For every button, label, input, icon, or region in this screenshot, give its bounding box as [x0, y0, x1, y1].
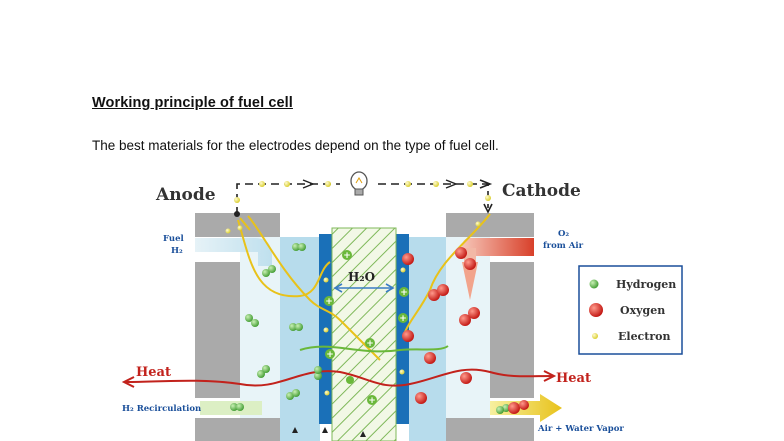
bottom-markers	[292, 427, 366, 437]
from-air-label: from Air	[543, 241, 584, 251]
svg-text:+: +	[366, 339, 374, 349]
svg-text:+: +	[343, 251, 351, 261]
legend-oxygen-icon	[589, 303, 603, 317]
heat-flow-line	[125, 368, 553, 387]
fuel-h2-label: H₂	[171, 246, 183, 256]
cathode-electrode	[396, 234, 409, 424]
heat-left-arrowhead	[121, 376, 135, 388]
electron-paths	[237, 213, 491, 361]
external-circuit	[234, 179, 493, 217]
legend-hydrogen-icon	[589, 279, 599, 289]
air-inlet-arrow	[462, 238, 534, 256]
protons	[324, 250, 409, 405]
cathode-label: Cathode	[502, 181, 581, 201]
electrolyte-membrane	[331, 227, 397, 441]
cathode-diffusion-layer	[409, 237, 446, 441]
hydrogen-molecules	[230, 243, 510, 414]
anode-plate	[195, 213, 280, 441]
legend: Hydrogen Oxygen Electron	[578, 265, 683, 355]
fuel-inlet-arrow	[195, 238, 272, 266]
document-heading: Working principle of fuel cell	[92, 95, 293, 111]
legend-hydrogen-label: Hydrogen	[616, 278, 676, 291]
svg-text:+: +	[400, 288, 408, 298]
legend-oxygen-label: Oxygen	[620, 304, 665, 317]
svg-text:+: +	[399, 314, 407, 324]
oxygen-molecules	[402, 247, 529, 414]
exhaust-label: Air + Water Vapor	[537, 424, 624, 434]
svg-text:+: +	[368, 396, 376, 406]
fuel-label: Fuel	[163, 234, 184, 244]
lightbulb-icon	[350, 171, 368, 196]
heat-right-arrowhead	[543, 370, 557, 382]
anode-diffusion-layer	[280, 237, 320, 441]
recirculation-label: H₂ Recirculation	[122, 404, 201, 414]
ion-flow-line	[299, 345, 449, 353]
air-down-arrow	[462, 262, 478, 300]
water-label: H₂O	[348, 270, 375, 284]
legend-electron-label: Electron	[618, 330, 670, 343]
free-electrons	[225, 221, 481, 396]
oxygen-o2-label: O₂	[558, 229, 569, 239]
water-transport-arrow	[333, 283, 395, 293]
document-paragraph: The best materials for the electrodes de…	[92, 138, 499, 153]
svg-text:+: +	[326, 350, 334, 360]
heat-right-label: Heat	[556, 371, 591, 386]
svg-text:+: +	[325, 297, 333, 307]
circuit-electrons	[234, 181, 491, 203]
legend-electron-icon	[592, 333, 598, 339]
anode-label: Anode	[155, 185, 216, 205]
heat-left-label: Heat	[136, 365, 171, 380]
cathode-plate	[446, 213, 534, 441]
